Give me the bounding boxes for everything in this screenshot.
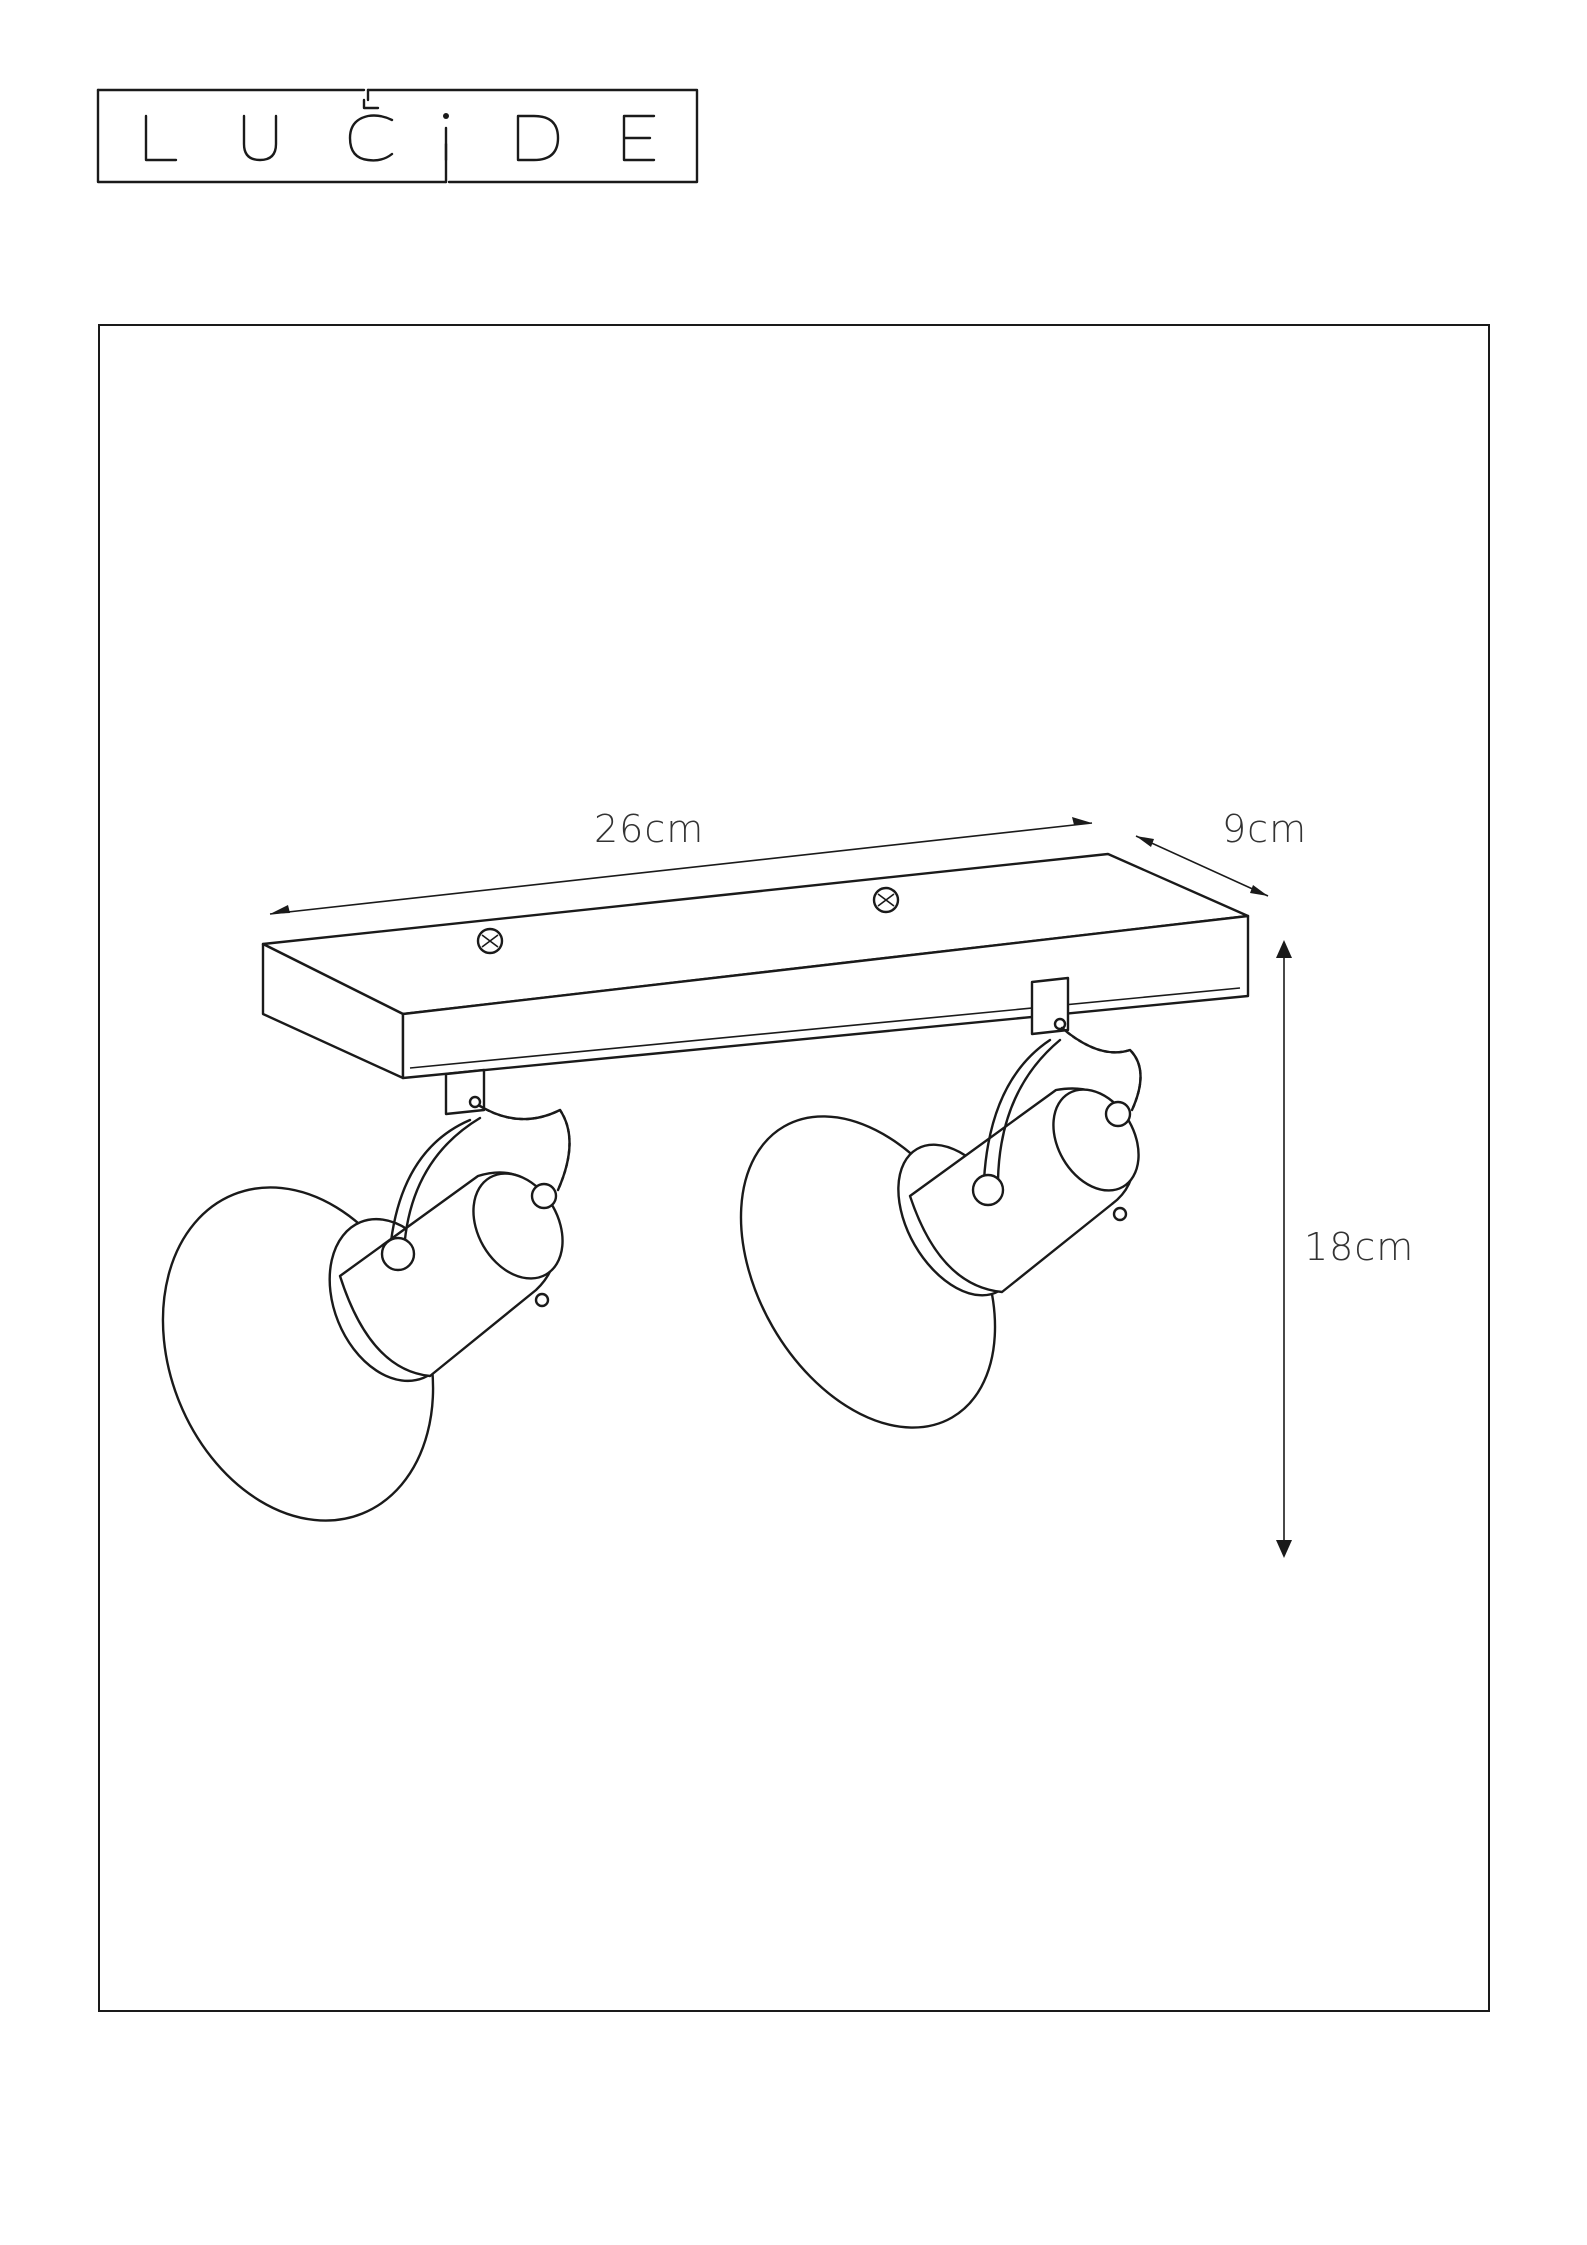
height-label: 18cm (1304, 1225, 1414, 1269)
spotlight-right (689, 978, 1156, 1472)
depth-label: 9cm (1222, 807, 1307, 851)
spotlight-left (115, 1070, 581, 1561)
length-label: 26cm (594, 807, 704, 851)
dimension-height: 18cm (1276, 940, 1414, 1558)
screw-right (874, 888, 898, 912)
screw-left (478, 929, 502, 953)
mounting-plate (263, 854, 1248, 1078)
